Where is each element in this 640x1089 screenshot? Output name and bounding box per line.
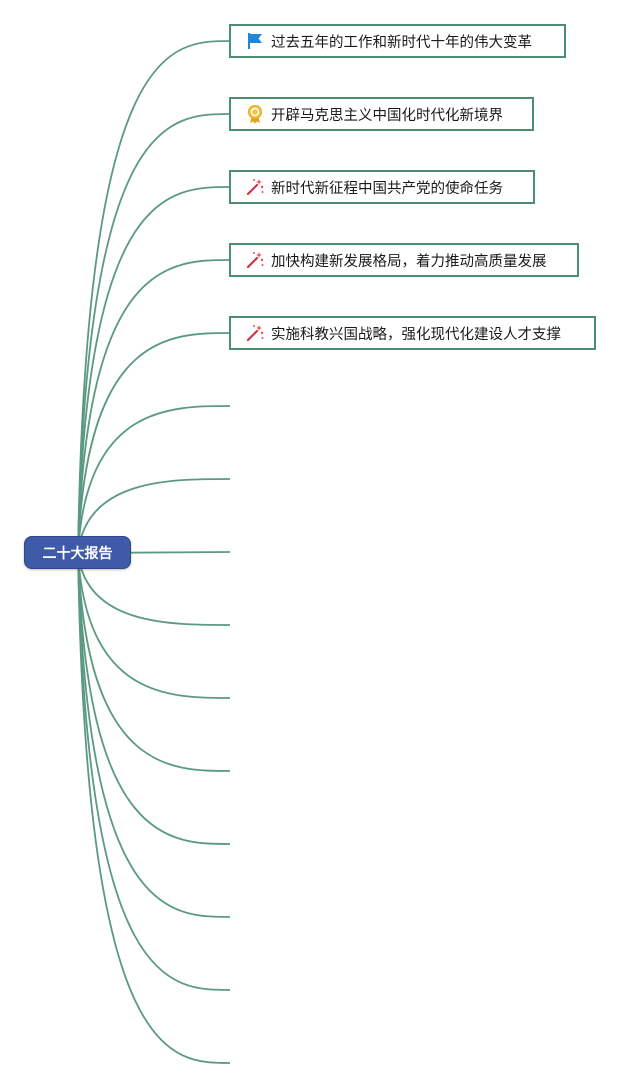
award-medal-icon xyxy=(245,104,265,124)
connector-14 xyxy=(77,552,231,991)
connector-4 xyxy=(77,259,231,554)
connector-12 xyxy=(77,552,231,845)
connector-7 xyxy=(77,478,231,554)
branch-topic-5[interactable]: 实施科教兴国战略，强化现代化建设人才支撑 xyxy=(229,316,596,350)
connector-10 xyxy=(77,552,231,699)
branch-topic-3-label: 新时代新征程中国共产党的使命任务 xyxy=(271,180,503,197)
connector-1 xyxy=(77,40,231,554)
magic-wand-icon xyxy=(245,250,265,270)
connector-11 xyxy=(77,552,231,772)
branch-topic-2-label: 开辟马克思主义中国化时代化新境界 xyxy=(271,107,503,124)
branch-topic-5-label: 实施科教兴国战略，强化现代化建设人才支撑 xyxy=(271,326,561,343)
root-topic-label: 二十大报告 xyxy=(42,545,113,562)
connector-2 xyxy=(77,113,231,554)
branch-topic-1[interactable]: 过去五年的工作和新时代十年的伟大变革 xyxy=(229,24,566,58)
branch-topic-1-label: 过去五年的工作和新时代十年的伟大变革 xyxy=(271,34,532,51)
connector-6 xyxy=(77,405,231,554)
branch-topic-4-label: 加快构建新发展格局，着力推动高质量发展 xyxy=(271,253,547,270)
branch-topic-4[interactable]: 加快构建新发展格局，着力推动高质量发展 xyxy=(229,243,579,277)
root-topic[interactable]: 二十大报告 xyxy=(24,536,131,569)
connector-15 xyxy=(77,552,231,1064)
magic-wand-icon xyxy=(245,177,265,197)
branch-topic-3[interactable]: 新时代新征程中国共产党的使命任务 xyxy=(229,170,535,204)
connector-13 xyxy=(77,552,231,918)
branch-topic-2[interactable]: 开辟马克思主义中国化时代化新境界 xyxy=(229,97,534,131)
connector-9 xyxy=(77,552,231,626)
magic-wand-icon xyxy=(245,323,265,343)
flag-icon xyxy=(245,31,265,51)
connector-3 xyxy=(77,186,231,554)
connector-5 xyxy=(77,332,231,554)
